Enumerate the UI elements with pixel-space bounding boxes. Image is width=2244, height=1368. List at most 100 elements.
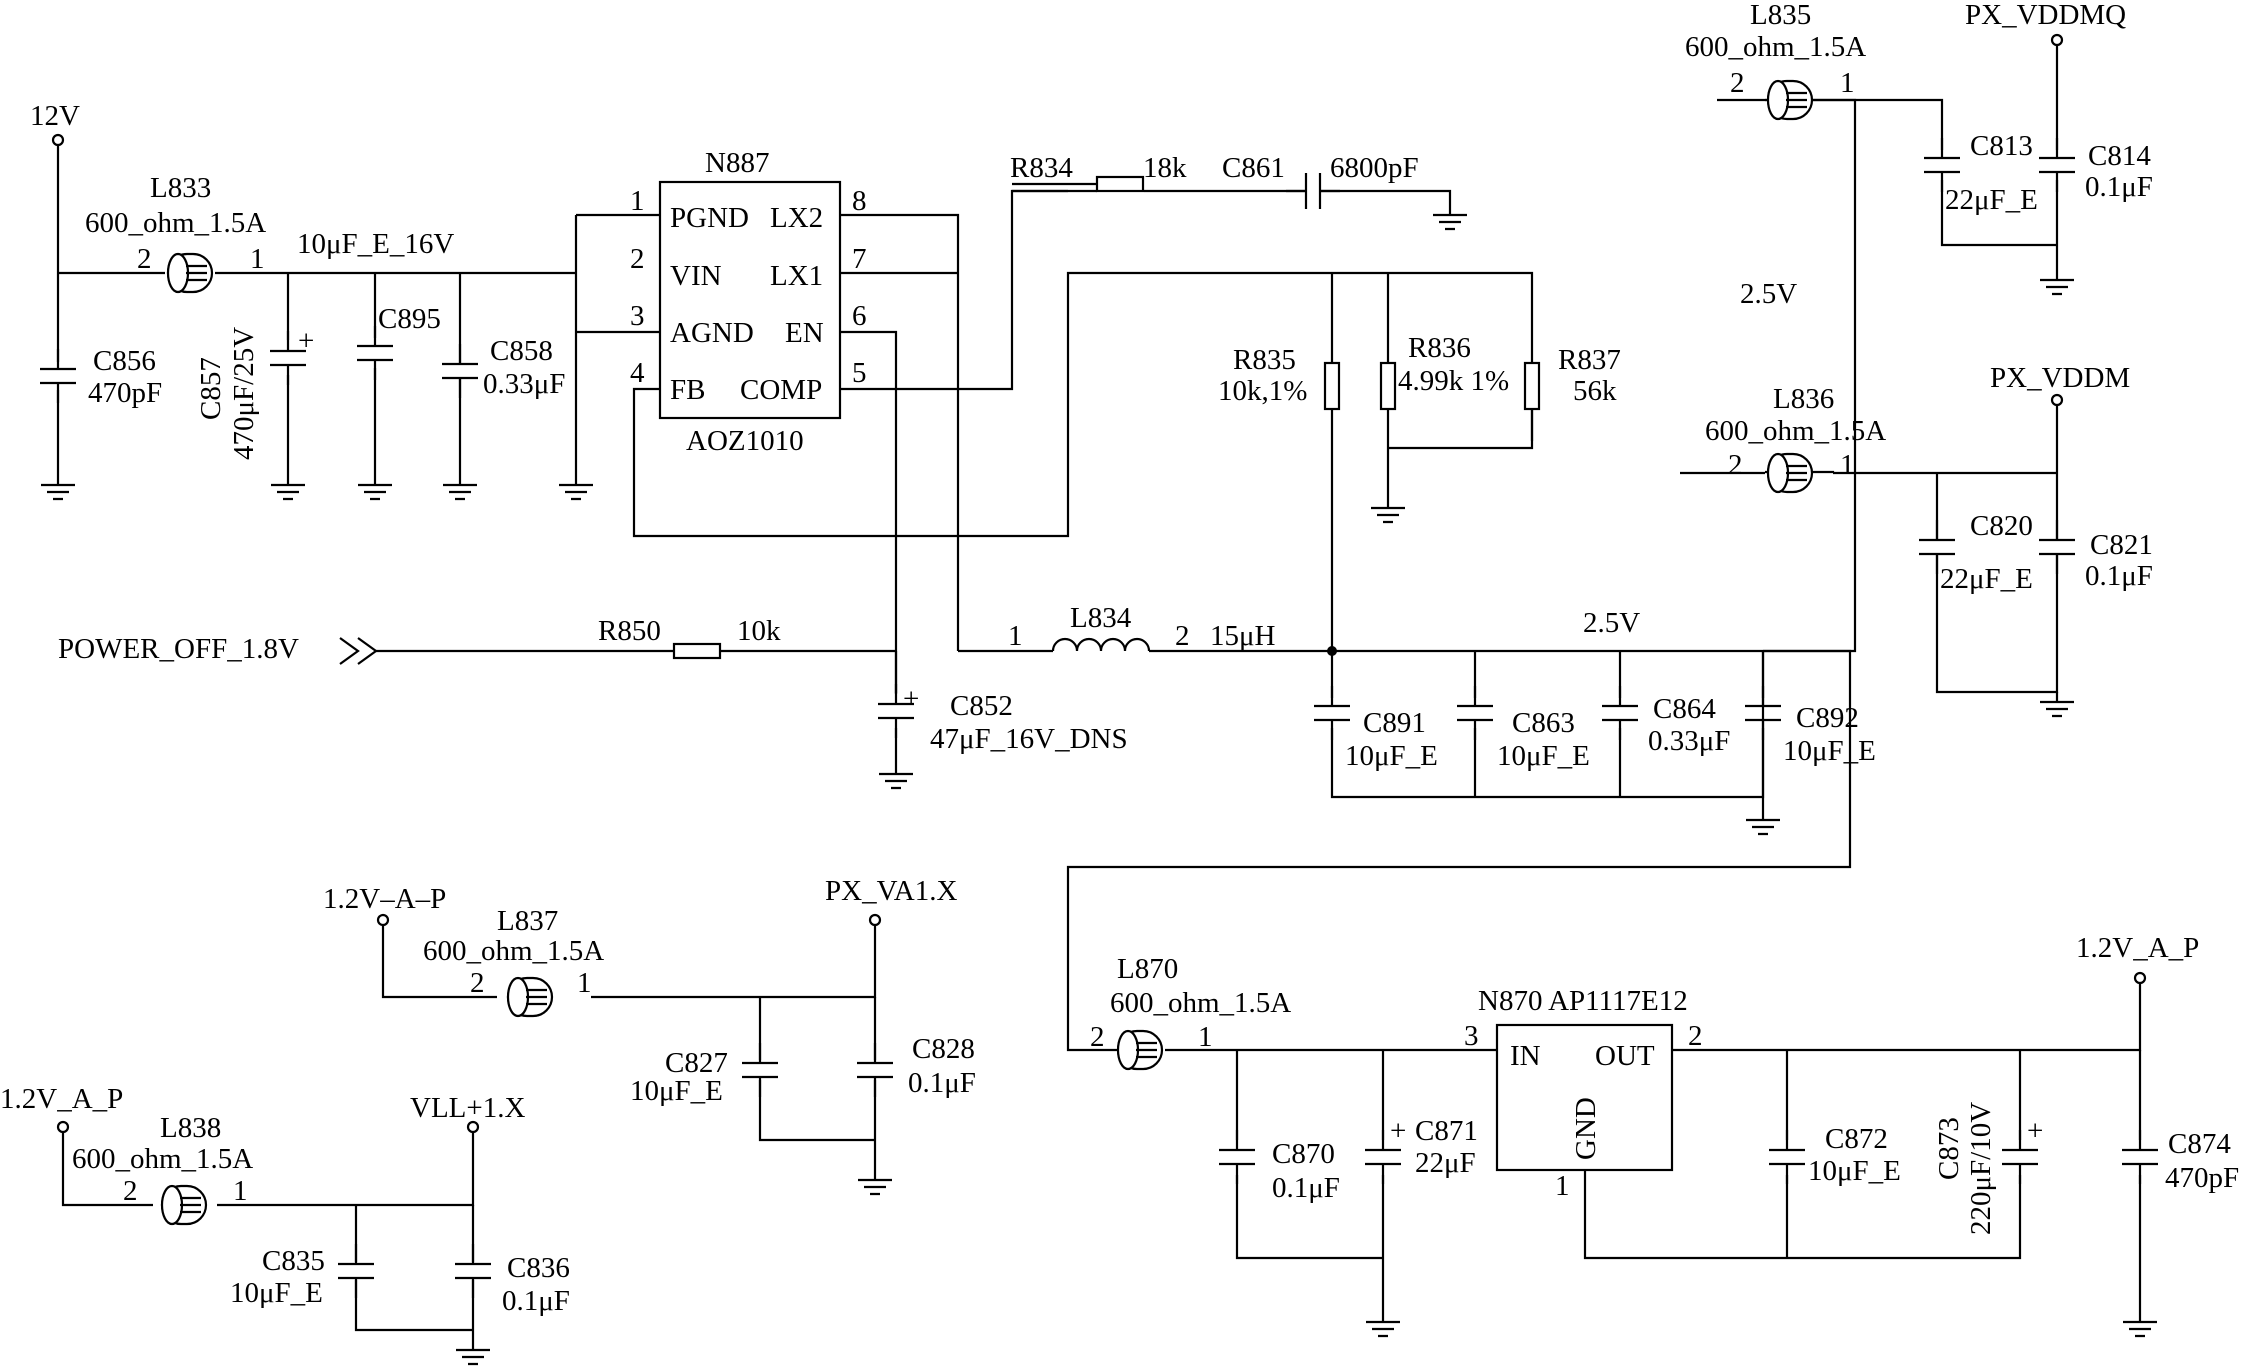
c872-ref: C872 (1825, 1123, 1888, 1155)
l833-p2: 2 (137, 243, 152, 275)
l835-p2: 2 (1730, 67, 1745, 99)
ic-n887-pin6-num: 6 (852, 300, 867, 332)
ic-n870-pin-in: 3 (1464, 1020, 1479, 1052)
ic-n887-ref: N887 (705, 147, 769, 179)
c813-ref: C813 (1970, 130, 2033, 162)
c871-ref: C871 (1415, 1115, 1478, 1147)
c864-ref: C864 (1653, 693, 1716, 725)
r834-value: 18k (1143, 152, 1187, 184)
c821-value: 0.1μF (2085, 560, 2153, 592)
ferrite-l870 (1116, 1029, 1164, 1071)
c827-value: 10μF_E (630, 1075, 723, 1107)
cap-c874 (2120, 1128, 2160, 1186)
l833-value: 600_ohm_1.5A (85, 207, 266, 239)
cap-c836 (453, 1242, 493, 1300)
r850-ref: R850 (598, 615, 661, 647)
c852-ref: C852 (950, 690, 1013, 722)
ic-n887-pin6-name: EN (785, 317, 824, 349)
c863-value: 10μF_E (1497, 740, 1590, 772)
cap-c870 (1217, 1128, 1257, 1186)
wires (56, 45, 2142, 1340)
cap-c891 (1312, 684, 1352, 742)
ic-n887-pin4-num: 4 (630, 357, 645, 389)
ferrite-l838 (160, 1184, 208, 1226)
svg-text:+: + (903, 683, 919, 715)
ic-n887-pin1-num: 1 (630, 185, 645, 217)
c814-value: 0.1μF (2085, 171, 2153, 203)
r834-ref: R834 (1010, 152, 1073, 184)
rail-2v5-a: 2.5V (1740, 278, 1797, 310)
ic-n870-in: IN (1510, 1040, 1541, 1072)
l837-ref: L837 (497, 905, 558, 937)
l837-value: 600_ohm_1.5A (423, 935, 604, 967)
l836-p2: 2 (1728, 449, 1743, 481)
ic-n887-pin5-num: 5 (852, 357, 867, 389)
cap-c814 (2037, 136, 2077, 194)
c871-value: 22μF (1415, 1147, 1476, 1179)
ic-n887-pin5-name: COMP (740, 374, 822, 406)
l833-p1: 1 (250, 243, 265, 275)
c828-value: 0.1μF (908, 1067, 976, 1099)
l834-p1: 1 (1008, 620, 1023, 652)
ferrite-l837 (506, 976, 554, 1018)
ic-n887-pin8-num: 8 (852, 185, 867, 217)
ic-n887-pin7-num: 7 (852, 243, 867, 275)
c820-ref: C820 (1970, 510, 2033, 542)
c852-value: 47μF_16V_DNS (930, 723, 1128, 755)
rail-px-vddmq: PX_VDDMQ (1965, 0, 2126, 31)
ic-n870-pin-out: 2 (1688, 1020, 1703, 1052)
res-r834 (1095, 175, 1145, 193)
ic-n870-body (1495, 1023, 1674, 1172)
l838-value: 600_ohm_1.5A (72, 1143, 253, 1175)
res-r837 (1523, 361, 1541, 411)
ic-n887-pin4-name: FB (670, 374, 705, 406)
c857-ref: C857 (195, 357, 227, 420)
c892-value: 10μF_E (1783, 735, 1876, 767)
l835-value: 600_ohm_1.5A (1685, 31, 1866, 63)
r850-value: 10k (737, 615, 781, 647)
c895-value: 10μF_E_16V (297, 228, 454, 260)
l870-ref: L870 (1117, 953, 1178, 985)
c836-ref: C836 (507, 1252, 570, 1284)
ferrite-l836 (1766, 452, 1814, 494)
cap-c872 (1767, 1128, 1807, 1186)
c863-ref: C863 (1512, 707, 1575, 739)
res-r835 (1323, 361, 1341, 411)
ic-n870-title: N870 AP1117E12 (1478, 985, 1688, 1017)
c857-value: 470μF/25V (228, 327, 260, 460)
c821-ref: C821 (2090, 529, 2153, 561)
c836-value: 0.1μF (502, 1285, 570, 1317)
svg-text:+: + (298, 325, 314, 357)
cap-c863 (1455, 684, 1495, 742)
r835-value: 10k,1% (1218, 375, 1307, 407)
c892-ref: C892 (1796, 702, 1859, 734)
c858-value: 0.33μF (483, 368, 565, 400)
rail-1v2-a-p-out: 1.2V_A_P (2076, 932, 2199, 964)
r836-ref: R836 (1408, 332, 1471, 364)
ic-n870-gnd: GND (1570, 1097, 1602, 1160)
cap-c858 (440, 342, 480, 400)
polarity-marks: + + + + (298, 325, 2043, 1147)
c891-ref: C891 (1363, 707, 1426, 739)
c813-value: 22μF_E (1945, 184, 2038, 216)
c828-ref: C828 (912, 1033, 975, 1065)
ic-n887-pin7-name: LX1 (770, 260, 823, 292)
c864-value: 0.33μF (1648, 725, 1730, 757)
rail-vll1x: VLL+1.X (410, 1092, 525, 1124)
c856-value: 470pF (88, 377, 162, 409)
l835-p1: 1 (1840, 67, 1855, 99)
l836-value: 600_ohm_1.5A (1705, 415, 1886, 447)
ic-n870-pin-gnd: 1 (1555, 1170, 1570, 1202)
ic-n887-pin1-name: PGND (670, 202, 749, 234)
c895-ref: C895 (378, 303, 441, 335)
l870-value: 600_ohm_1.5A (1110, 987, 1291, 1019)
l834-ref: L834 (1070, 602, 1132, 634)
rail-1v2-a-p-left: 1.2V_A_P (0, 1083, 123, 1115)
junction-dot (1327, 646, 1337, 656)
l835-ref: L835 (1750, 0, 1811, 31)
svg-text:+: + (1390, 1115, 1406, 1147)
c874-ref: C874 (2168, 1128, 2231, 1160)
off-page-connector (339, 637, 378, 665)
c870-value: 0.1μF (1272, 1172, 1340, 1204)
